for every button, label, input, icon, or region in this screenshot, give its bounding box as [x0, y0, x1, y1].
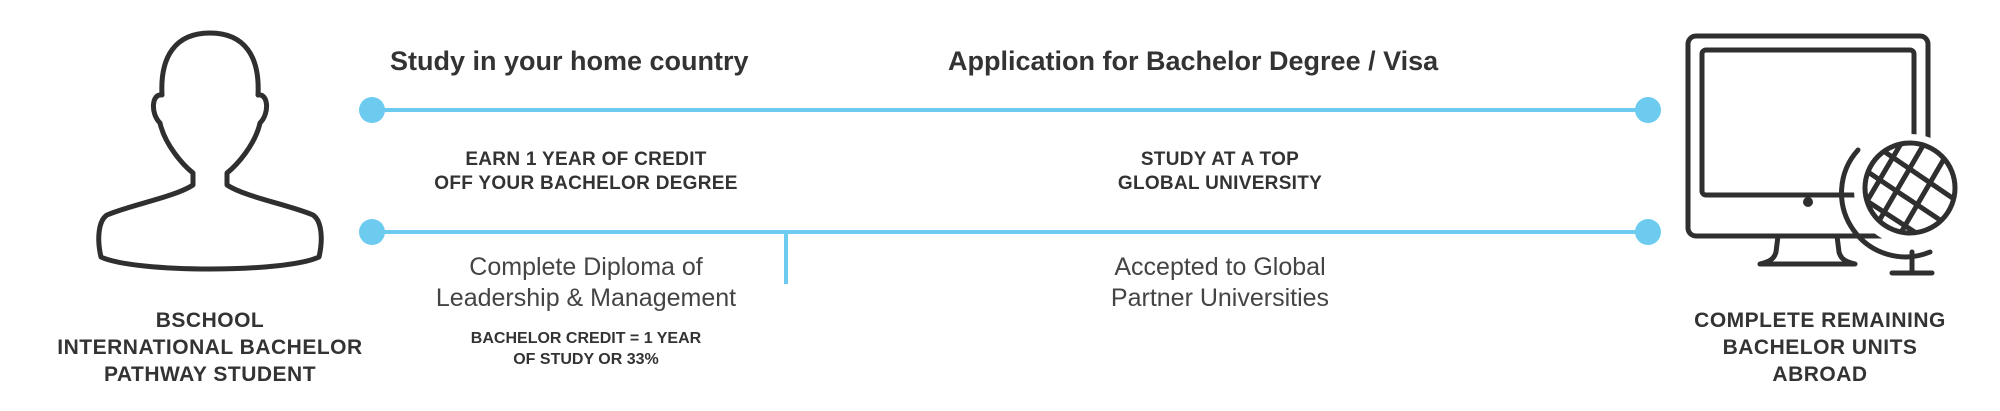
accepted-global-line-2: Partner Universities	[1110, 284, 1330, 312]
accepted-global-line-1: Accepted to Global	[1114, 253, 1326, 281]
bachelor-credit-line-1: BACHELOR CREDIT = 1 YEAR	[470, 330, 702, 347]
computer-globe-icon	[1685, 33, 1966, 276]
heading-application: Application for Bachelor Degree / Visa	[948, 46, 1439, 76]
student-caption-line-2: INTERNATIONAL BACHELOR	[57, 336, 363, 359]
student-caption-line-3: PATHWAY STUDENT	[103, 363, 317, 386]
bachelor-credit-note: BACHELOR CREDIT = 1 YEAR OF STUDY OR 33%	[386, 328, 786, 370]
student-caption: BSCHOOL INTERNATIONAL BACHELOR PATHWAY S…	[40, 307, 380, 388]
complete-remaining-line-1: COMPLETE REMAINING	[1694, 309, 1946, 332]
power-button-icon	[1803, 197, 1813, 207]
complete-diploma-line-1: Complete Diploma of	[469, 253, 703, 281]
complete-remaining-line-2: BACHELOR UNITS	[1722, 336, 1918, 359]
bottom-right-dot	[1635, 219, 1661, 245]
top-left-dot	[359, 97, 385, 123]
study-top-caption: STUDY AT A TOP GLOBAL UNIVERSITY	[1020, 148, 1420, 196]
complete-remaining-line-3: ABROAD	[1772, 363, 1868, 386]
complete-diploma-text: Complete Diploma of Leadership & Managem…	[386, 252, 786, 314]
student-caption-line-1: BSCHOOL	[155, 309, 265, 332]
study-top-line-2: GLOBAL UNIVERSITY	[1117, 173, 1323, 194]
study-top-line-1: STUDY AT A TOP	[1140, 149, 1300, 170]
heading-home-country: Study in your home country	[390, 46, 749, 76]
bottom-left-dot	[359, 219, 385, 245]
student-silhouette-icon	[96, 30, 324, 272]
accepted-global-text: Accepted to Global Partner Universities	[1020, 252, 1420, 314]
complete-diploma-line-2: Leadership & Management	[435, 284, 737, 312]
earn-credit-line-1: EARN 1 YEAR OF CREDIT	[465, 149, 707, 170]
earn-credit-line-2: OFF YOUR BACHELOR DEGREE	[434, 173, 738, 194]
earn-credit-caption: EARN 1 YEAR OF CREDIT OFF YOUR BACHELOR …	[386, 148, 786, 196]
complete-remaining-caption: COMPLETE REMAINING BACHELOR UNITS ABROAD	[1660, 307, 1980, 388]
bachelor-credit-line-2: OF STUDY OR 33%	[513, 351, 659, 368]
top-right-dot	[1635, 97, 1661, 123]
